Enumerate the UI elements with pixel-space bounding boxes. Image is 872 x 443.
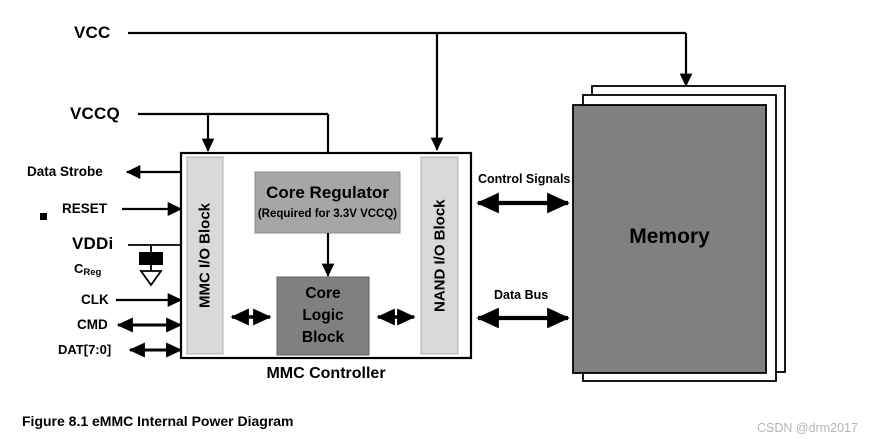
core-regulator-rect — [254, 171, 401, 234]
figure-caption: Figure 8.1 eMMC Internal Power Diagram — [22, 413, 294, 429]
mmc-io-block-rect — [186, 156, 224, 355]
core-logic-block-line3: Block — [301, 329, 345, 346]
creg-symbol: C — [74, 261, 84, 276]
core-regulator-subtitle: (Required for 3.3V VCCQ) — [257, 208, 398, 220]
mmc-controller-title: MMC Controller — [266, 365, 386, 382]
signal-label-clk: CLK — [81, 292, 109, 307]
nand-io-block-rect — [420, 156, 459, 355]
vcc-net — [128, 31, 693, 151]
core-logic-block-line1: Core — [305, 285, 341, 302]
creg-subscript: Reg — [83, 267, 102, 278]
vddi-label: VDDi — [72, 234, 114, 253]
signal-label-cmd: CMD — [77, 317, 108, 332]
creg-capacitor-label: CReg — [74, 261, 102, 278]
core-regulator-title: Core Regulator — [266, 183, 389, 202]
core-logic-block-line2: Logic — [302, 307, 344, 324]
signal-label-data-strobe: Data Strobe — [27, 164, 103, 179]
memory-label: Memory — [629, 225, 710, 248]
signal-label-reset: RESET — [62, 201, 108, 216]
memory-layer-front — [572, 104, 767, 374]
control-signals-label: Control Signals — [478, 172, 571, 186]
watermark-text: CSDN @drm2017 — [757, 421, 858, 435]
mmc-io-block-label: MMC I/O Block — [196, 203, 214, 309]
vcc-label: VCC — [74, 23, 111, 42]
data-bus-label: Data Bus — [494, 288, 549, 302]
nand-io-block-label: NAND I/O Block — [431, 199, 449, 312]
signal-label-dat: DAT[7:0] — [58, 342, 112, 357]
vccq-label: VCCQ — [70, 104, 120, 123]
bullet-square-marker — [40, 213, 47, 220]
core-logic-block-rect — [276, 276, 370, 356]
